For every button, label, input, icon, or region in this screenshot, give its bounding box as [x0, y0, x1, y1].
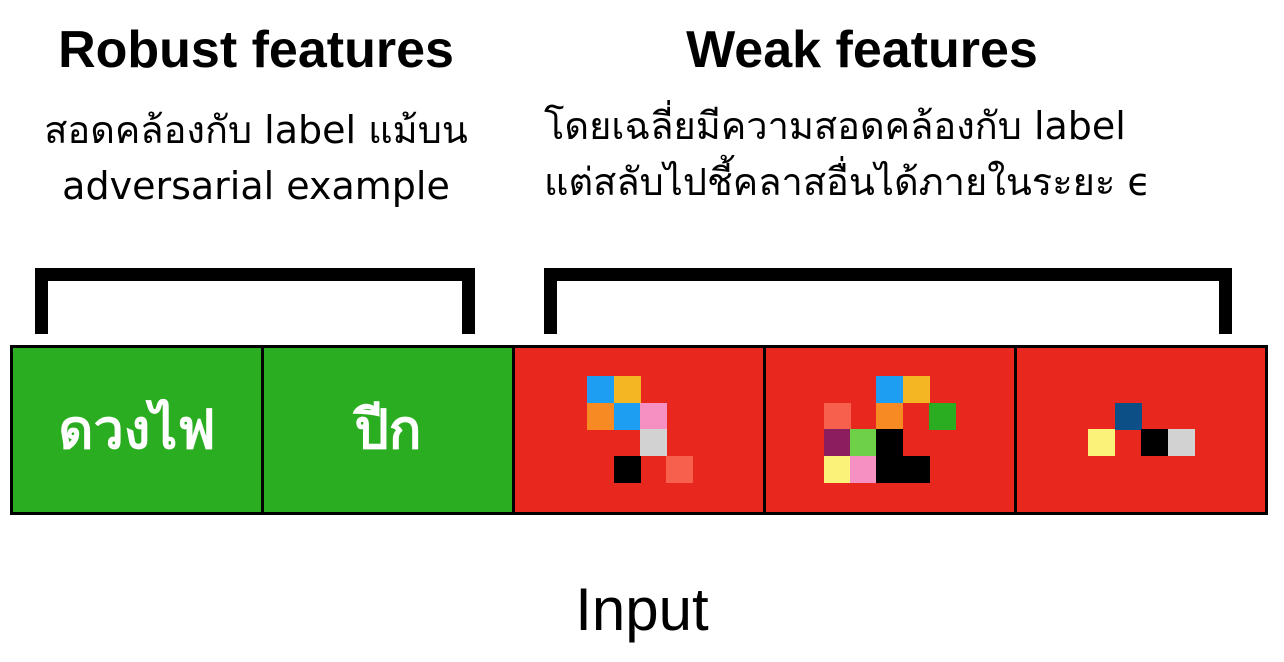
- robust-cell-label: ดวงไฟ: [58, 398, 216, 461]
- weak-description-line-1: โดยเฉลี่ยมีความสอดคล้องกับ label: [544, 104, 1126, 148]
- pattern-pixel: [903, 376, 930, 403]
- pattern-pixel: [614, 456, 641, 483]
- pattern-pixel: [876, 456, 903, 483]
- input-label: Input: [575, 576, 709, 643]
- pattern-pixel: [903, 456, 930, 483]
- pattern-pixel: [640, 403, 667, 430]
- robust-cell-wing: ปีก: [264, 348, 515, 512]
- pattern-pixel: [587, 403, 614, 430]
- weak-features-description: โดยเฉลี่ยมีความสอดคล้องกับ label แต่สลับ…: [544, 98, 1151, 210]
- pattern-pixel: [850, 429, 877, 456]
- robust-features-bracket: [35, 268, 475, 334]
- robust-description-line-2: adversarial example: [62, 164, 450, 208]
- robust-features-title: Robust features: [58, 21, 454, 79]
- pattern-pixel: [929, 403, 956, 430]
- weak-cell-pattern-1: [515, 348, 766, 512]
- pattern-pixel: [850, 456, 877, 483]
- input-strip: ดวงไฟ ปีก: [10, 345, 1268, 515]
- pattern-pixel: [1141, 429, 1168, 456]
- pattern-pixel: [876, 429, 903, 456]
- pattern-pixel: [587, 376, 614, 403]
- weak-cell-pattern-2: [766, 348, 1017, 512]
- robust-cell-label: ปีก: [354, 398, 422, 461]
- pattern-pixel: [614, 403, 641, 430]
- weak-features-bracket: [544, 268, 1232, 334]
- robust-features-description: สอดคล้องกับ label แม้บน adversarial exam…: [0, 102, 512, 214]
- pattern-pixel: [824, 403, 851, 430]
- robust-description-line-1: สอดคล้องกับ label แม้บน: [44, 108, 468, 152]
- weak-cell-pattern-3: [1017, 348, 1265, 512]
- pattern-pixel: [876, 376, 903, 403]
- robust-cell-light: ดวงไฟ: [13, 348, 264, 512]
- pattern-pixel: [614, 376, 641, 403]
- pattern-pixel: [640, 429, 667, 456]
- pattern-pixel: [824, 429, 851, 456]
- pattern-pixel: [1088, 429, 1115, 456]
- weak-description-line-2: แต่สลับไปชี้คลาสอื่นได้ภายในระยะ ϵ: [544, 160, 1151, 204]
- pattern-pixel: [1115, 403, 1142, 430]
- weak-features-title: Weak features: [686, 21, 1038, 79]
- pattern-pixel: [1168, 429, 1195, 456]
- pattern-pixel: [824, 456, 851, 483]
- pattern-pixel: [876, 403, 903, 430]
- pattern-pixel: [666, 456, 693, 483]
